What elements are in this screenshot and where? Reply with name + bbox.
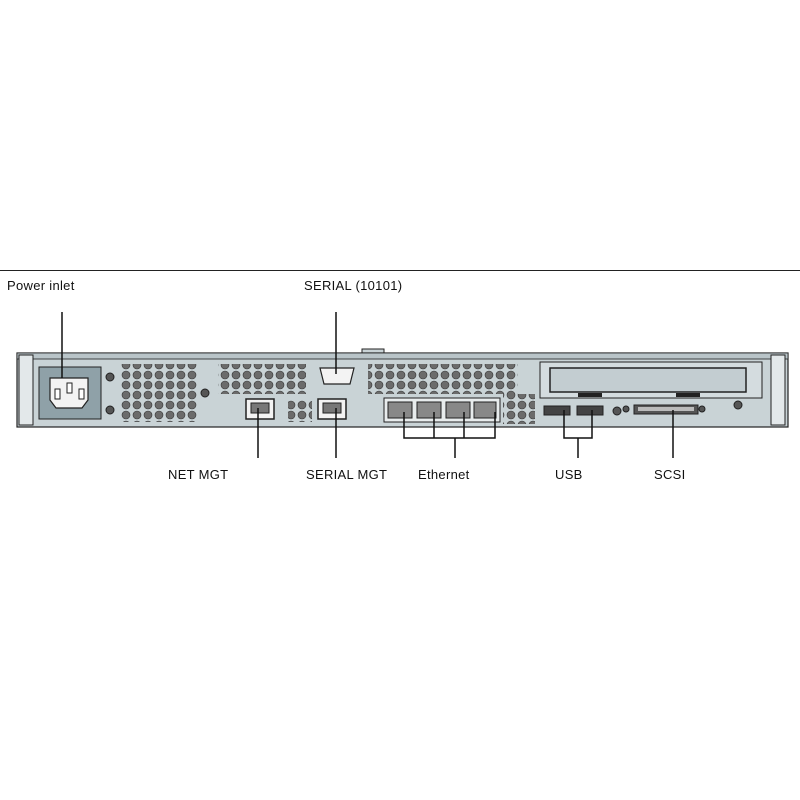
label-usb: USB — [555, 467, 583, 482]
callout-lines — [61, 312, 674, 458]
net-mgt-port — [245, 398, 275, 420]
divider-line — [0, 270, 800, 271]
scsi-port — [633, 404, 699, 415]
vent-holes — [120, 364, 535, 424]
pci-slot — [539, 361, 763, 399]
label-scsi: SCSI — [654, 467, 686, 482]
label-net-mgt: NET MGT — [168, 467, 229, 482]
label-serial: SERIAL (10101) — [304, 278, 403, 293]
label-power-inlet: Power inlet — [7, 278, 75, 293]
ethernet-ports — [383, 397, 501, 423]
serial-mgt-port — [317, 398, 347, 420]
power-inlet-port — [38, 366, 102, 420]
label-serial-mgt: SERIAL MGT — [306, 467, 388, 482]
usb-ports — [543, 405, 604, 416]
screw-icons — [105, 372, 743, 416]
serial-db9-port — [319, 367, 355, 385]
label-ethernet: Ethernet — [418, 467, 470, 482]
